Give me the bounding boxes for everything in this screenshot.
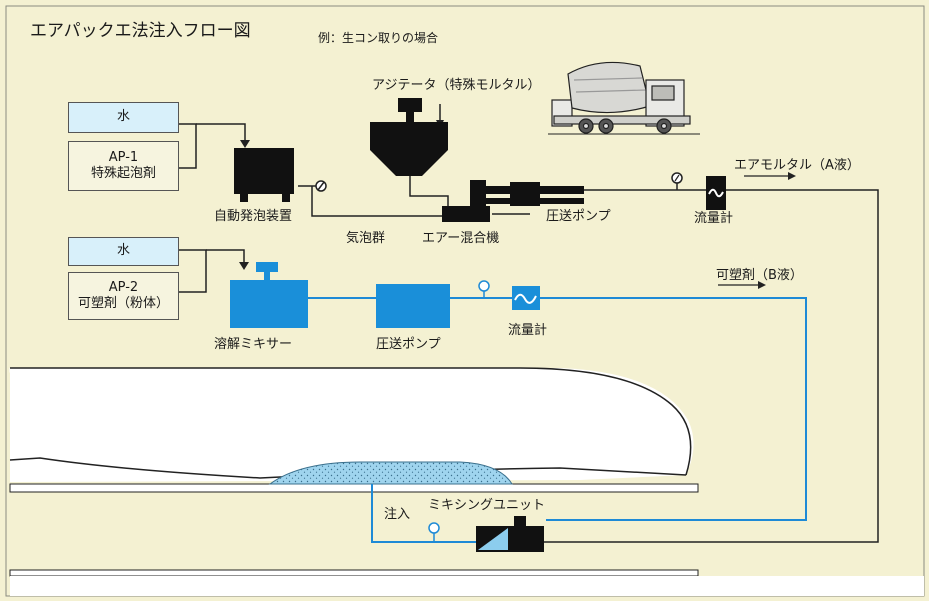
bottom-white [10, 576, 924, 596]
ground-upper-arch [9, 368, 540, 373]
output-a-label: エアモルタル（A液） [734, 158, 860, 173]
water-box-b: 水 [68, 237, 179, 266]
mixing-unit-label: ミキシングユニット [428, 498, 546, 513]
foam-generator-body [234, 148, 294, 194]
page-title: エアパックエ法注入フロー図 [30, 21, 251, 41]
agent-box-a: AP-1 特殊起泡剤 [68, 141, 179, 191]
gauge-injection [428, 522, 440, 534]
agent-name-b: 可塑剤（粉体） [77, 296, 169, 311]
pipe-lower-band [9, 483, 699, 493]
line-a-connectors [178, 104, 879, 543]
flowmeter-b-label: 流量計 [508, 323, 548, 338]
ground-arch-outline [10, 367, 692, 476]
injection-label: 注入 [384, 507, 411, 522]
water-label-a: 水 [116, 109, 130, 125]
gauge-b [478, 280, 490, 292]
line-b-pipes [308, 297, 807, 543]
agent-code-a: AP-1 [108, 149, 139, 165]
agent-box-b: AP-2 可塑剤（粉体） [68, 272, 179, 320]
grout-dots [268, 461, 513, 485]
agitator-label: アジテータ（特殊モルタル） [372, 78, 541, 93]
agent-name-a: 特殊起泡剤 [90, 166, 156, 181]
pump-a-label: 圧送ポンプ [546, 209, 611, 224]
water-box-a: 水 [68, 102, 179, 133]
foam-generator-label: 自動発泡装置 [214, 209, 293, 224]
water-label-b: 水 [116, 243, 130, 259]
flowmeter-a-label: 流量計 [694, 211, 734, 226]
page-subtitle: 例：生コン取りの場合 [318, 31, 439, 45]
line-b-connectors [178, 249, 245, 293]
mixer-label: 溶解ミキサー [214, 337, 293, 352]
pump-b [376, 284, 450, 328]
agent-code-b: AP-2 [108, 279, 139, 295]
bubbles-label: 気泡群 [346, 231, 386, 246]
pump-b-label: 圧送ポンプ [376, 337, 441, 352]
arrow-into-foam [240, 140, 250, 148]
dissolution-mixer [230, 280, 308, 328]
agitator-hopper [370, 122, 448, 176]
output-b-label: 可塑剤（B液） [716, 268, 803, 283]
agitator-top [398, 98, 422, 112]
mixer-truck [551, 61, 691, 134]
air-mixer-label: エアー混合機 [422, 231, 500, 246]
pipe-bottom-band [9, 569, 699, 577]
pump-a [470, 180, 584, 210]
ground-cavity [10, 368, 694, 482]
